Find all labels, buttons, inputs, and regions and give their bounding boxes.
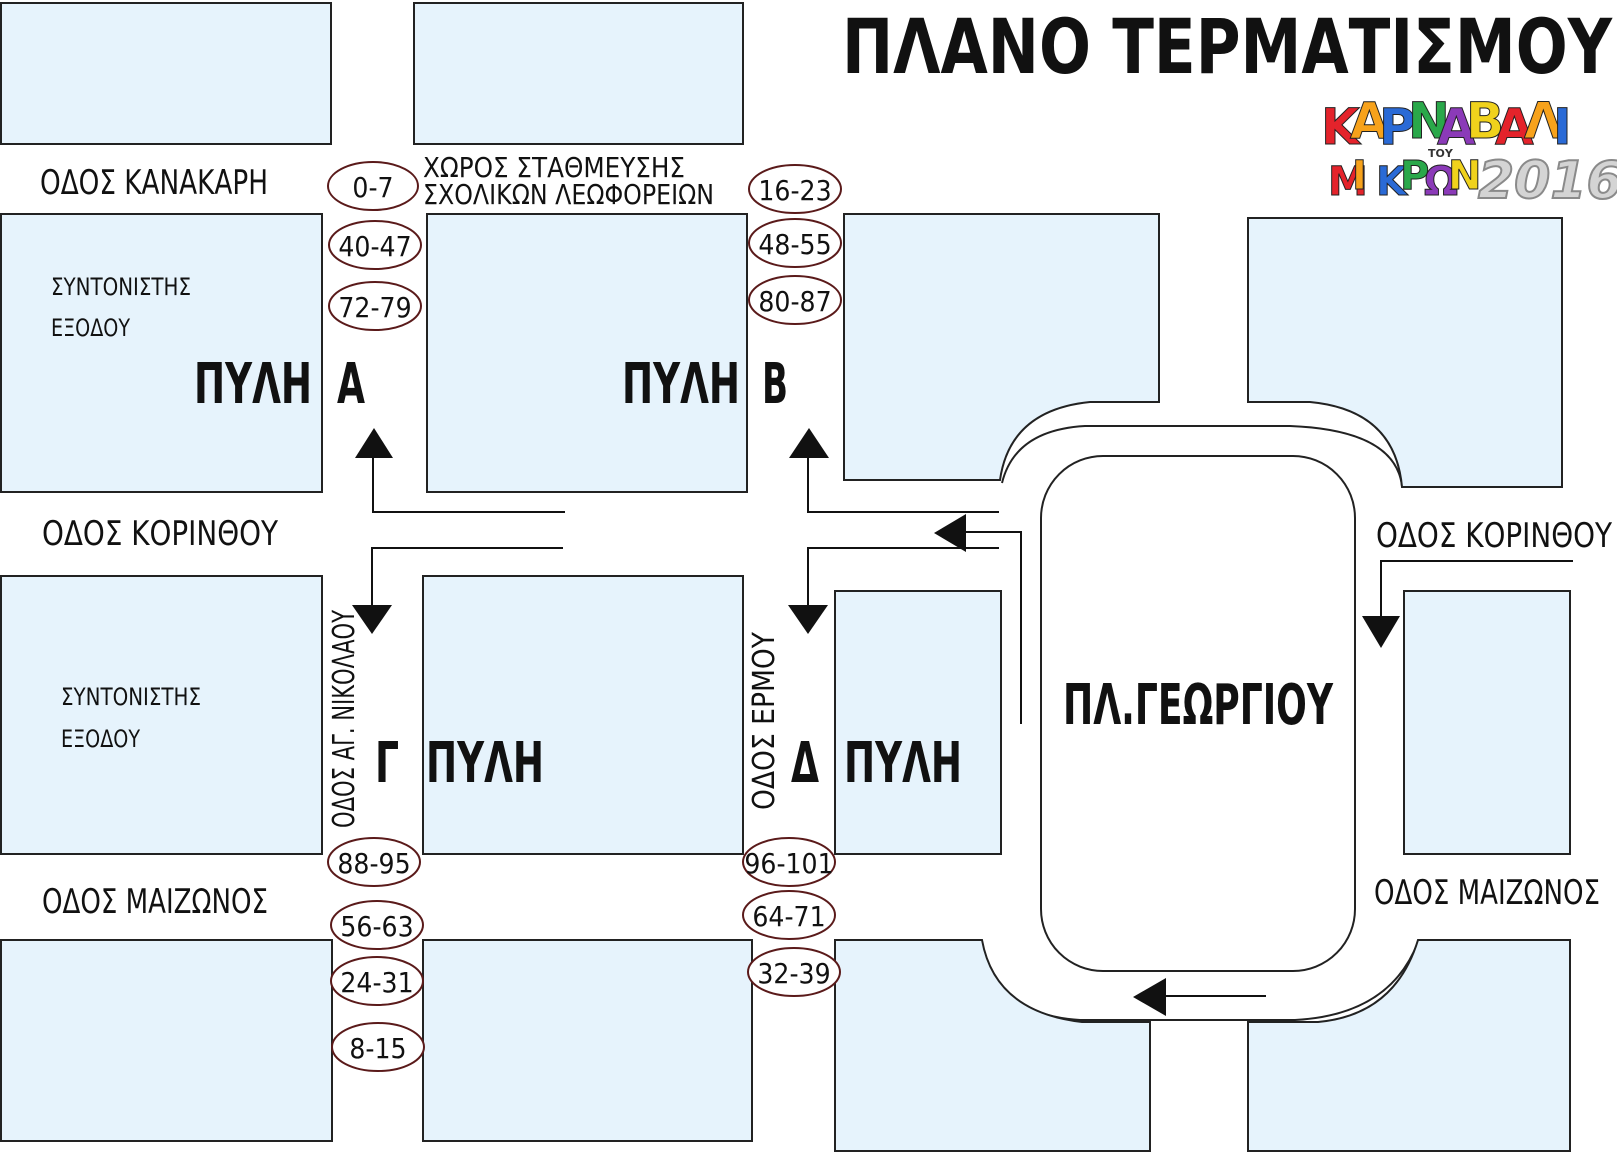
range-label: 80-87 xyxy=(758,285,831,318)
logo-year: 2016 xyxy=(1478,151,1617,211)
block-gate-d xyxy=(834,590,1002,855)
block-bottom-center xyxy=(422,939,753,1142)
arrow-down-gate-g xyxy=(352,605,392,634)
range-label: 56-63 xyxy=(340,910,413,943)
range-label: 24-31 xyxy=(340,966,413,999)
block-top-parking xyxy=(413,2,744,145)
page-title: ΠΛΑΝΟ ΤΕΡΜΑΤΙΣΜΟΥ xyxy=(842,2,1613,91)
arrow-down-right xyxy=(1362,616,1400,648)
logo-letter: Ι xyxy=(1352,153,1367,199)
block-mid-right-1 xyxy=(843,213,1160,481)
ranges-gate-b: 16-23 48-55 80-87 xyxy=(748,164,842,325)
gate-a-word: ΠΥΛΗ xyxy=(194,352,312,417)
logo-letter: Κ xyxy=(1376,159,1409,205)
street-korinthou-right: ΟΔΟΣ ΚΟΡΙΝΘΟΥ xyxy=(1376,516,1612,556)
logo-letter: Α xyxy=(1350,92,1389,150)
logo-letter: Α xyxy=(1437,98,1476,156)
ranges-gate-a: 0-7 40-47 72-79 xyxy=(327,161,422,331)
arrow-left-from-square xyxy=(934,514,966,552)
gate-d-letter: Δ xyxy=(791,731,819,796)
parking-label-line2: ΣΧΟΛΙΚΩΝ ΛΕΩΦΟΡΕΙΩΝ xyxy=(423,178,714,211)
coordinator-1-line2: ΕΞΟΔΟΥ xyxy=(51,314,131,342)
block-mid-right-2 xyxy=(1247,217,1563,488)
range-label: 16-23 xyxy=(758,174,831,207)
ranges-gate-d: 96-101 64-71 32-39 xyxy=(742,837,841,997)
street-maizonos-left: ΟΔΟΣ ΜΑΙΖΩΝΟΣ xyxy=(42,882,268,922)
logo-letter: Μ xyxy=(1328,159,1368,205)
block-bottom-left xyxy=(0,939,333,1142)
square-georgiou xyxy=(1040,455,1356,972)
logo-letter: Κ xyxy=(1321,98,1362,156)
gate-b-letter: Β xyxy=(762,352,788,417)
arrow-down-gate-d xyxy=(788,605,828,634)
coordinator-1-line1: ΣΥΝΤΟΝΙΣΤΗΣ xyxy=(51,273,191,301)
parking-label-line1: ΧΩΡΟΣ ΣΤΑΘΜΕΥΣΗΣ xyxy=(423,151,685,184)
logo-letter: Ω xyxy=(1424,159,1458,205)
block-center-bottom xyxy=(422,575,744,855)
range-label: 0-7 xyxy=(352,171,393,204)
block-top-left xyxy=(0,2,332,145)
traffic-arrows xyxy=(352,428,1573,1016)
street-ag-nikolaou: ΟΔΟΣ ΑΓ. ΝΙΚΟΛΑΟΥ xyxy=(327,610,362,828)
block-bottom-right-1 xyxy=(834,939,1151,1152)
coordinator-2-line2: ΕΞΟΔΟΥ xyxy=(61,725,141,753)
block-bottom-right-2 xyxy=(1247,939,1571,1152)
block-gate-b xyxy=(426,213,748,493)
coordinator-2-line1: ΣΥΝΤΟΝΙΣΤΗΣ xyxy=(61,683,201,711)
block-gate-g xyxy=(0,575,323,855)
block-gate-a xyxy=(0,213,323,493)
logo-letter: Α xyxy=(1495,98,1534,156)
street-ermou: ΟΔΟΣ ΕΡΜΟΥ xyxy=(747,632,782,810)
ranges-gate-g: 88-95 56-63 24-31 8-15 xyxy=(327,837,425,1072)
logo-letter: Ν xyxy=(1448,153,1481,199)
range-label: 64-71 xyxy=(752,900,825,933)
street-kanakari: ΟΔΟΣ ΚΑΝΑΚΑΡΗ xyxy=(40,163,268,203)
gate-d-word: ΠΥΛΗ xyxy=(844,731,962,796)
gate-g-word: ΠΥΛΗ xyxy=(426,731,544,796)
logo-letter: Ρ xyxy=(1400,153,1429,199)
arrow-left-bottom xyxy=(1133,978,1166,1016)
range-label: 72-79 xyxy=(338,291,411,324)
gate-a-letter: Α xyxy=(337,352,365,417)
logo-letter: Ρ xyxy=(1379,98,1416,156)
logo-letter: Ι xyxy=(1553,98,1572,156)
city-blocks xyxy=(0,2,1571,1152)
range-label: 8-15 xyxy=(349,1032,406,1065)
logo-letter: Ν xyxy=(1408,92,1450,150)
street-korinthou-left: ΟΔΟΣ ΚΟΡΙΝΘΟΥ xyxy=(42,514,278,554)
square-label: ΠΛ.ΓΕΩΡΓΙΟΥ xyxy=(1063,673,1333,738)
gate-b-word: ΠΥΛΗ xyxy=(622,352,740,417)
range-label: 88-95 xyxy=(337,847,410,880)
range-label: 48-55 xyxy=(758,228,831,261)
range-label: 32-39 xyxy=(757,957,830,990)
block-right-mid xyxy=(1403,590,1571,855)
logo-small-text: ΤΟΥ xyxy=(1428,147,1454,160)
street-maizonos-right: ΟΔΟΣ ΜΑΙΖΩΝΟΣ xyxy=(1374,873,1600,913)
logo-letter: Λ xyxy=(1524,92,1563,150)
range-label: 96-101 xyxy=(744,847,833,880)
range-label: 40-47 xyxy=(338,230,411,263)
gate-g-letter: Γ xyxy=(375,731,399,796)
arrow-up-gate-b xyxy=(789,428,829,458)
arrow-up-gate-a xyxy=(355,428,393,458)
logo-letter: Β xyxy=(1466,92,1504,150)
